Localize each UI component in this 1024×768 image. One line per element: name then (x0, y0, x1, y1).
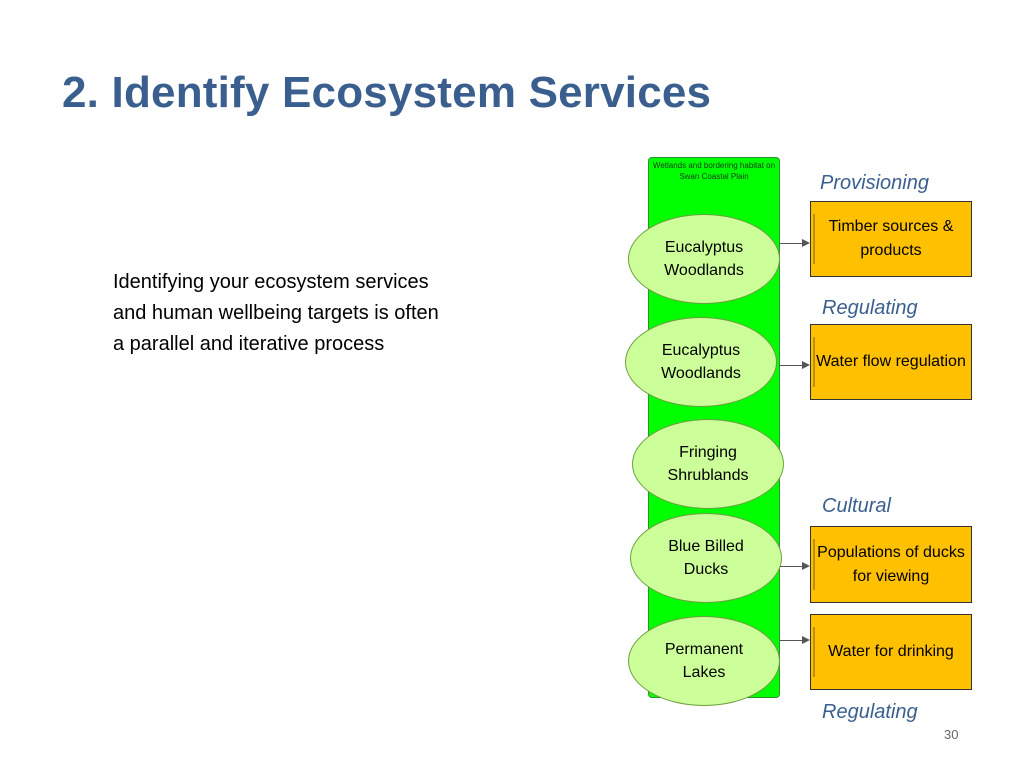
node-label: Eucalyptus Woodlands (661, 342, 741, 382)
column-header: Wetlands and bordering habitat on Swan C… (652, 161, 776, 181)
arrow-to-timber (780, 239, 810, 247)
node-label: Eucalyptus Woodlands (664, 239, 744, 279)
service-label: Timber sources & products (828, 218, 954, 259)
node-label: Blue Billed Ducks (668, 538, 744, 578)
arrow-to-ducks (780, 562, 810, 570)
category-provisioning: Provisioning (820, 172, 929, 194)
page-number: 30 (944, 727, 959, 742)
node-permanent-lakes: Permanent Lakes (628, 616, 780, 706)
node-eucalyptus-woodlands-1: Eucalyptus Woodlands (628, 214, 780, 304)
slide-title: 2. Identify Ecosystem Services (62, 68, 712, 117)
service-ducks-viewing: Populations of ducks for viewing (810, 526, 972, 603)
node-eucalyptus-woodlands-2: Eucalyptus Woodlands (625, 317, 777, 407)
category-regulating-2: Regulating (822, 701, 918, 723)
node-blue-billed-ducks: Blue Billed Ducks (630, 513, 782, 603)
category-cultural: Cultural (822, 495, 891, 517)
body-text: Identifying your ecosystem services and … (113, 271, 439, 355)
service-drinking-water: Water for drinking (810, 614, 972, 690)
node-fringing-shrublands: Fringing Shrublands (632, 419, 784, 509)
arrow-to-water-flow (780, 361, 810, 369)
service-label: Water flow regulation (816, 353, 966, 370)
service-label: Populations of ducks for viewing (817, 543, 965, 585)
service-label: Water for drinking (828, 643, 954, 660)
service-water-flow: Water flow regulation (810, 324, 972, 400)
node-label: Permanent Lakes (664, 641, 744, 681)
category-regulating-1: Regulating (822, 297, 918, 319)
service-timber: Timber sources & products (810, 201, 972, 277)
arrow-to-drinking (780, 636, 810, 644)
node-label: Fringing Shrublands (667, 444, 749, 484)
